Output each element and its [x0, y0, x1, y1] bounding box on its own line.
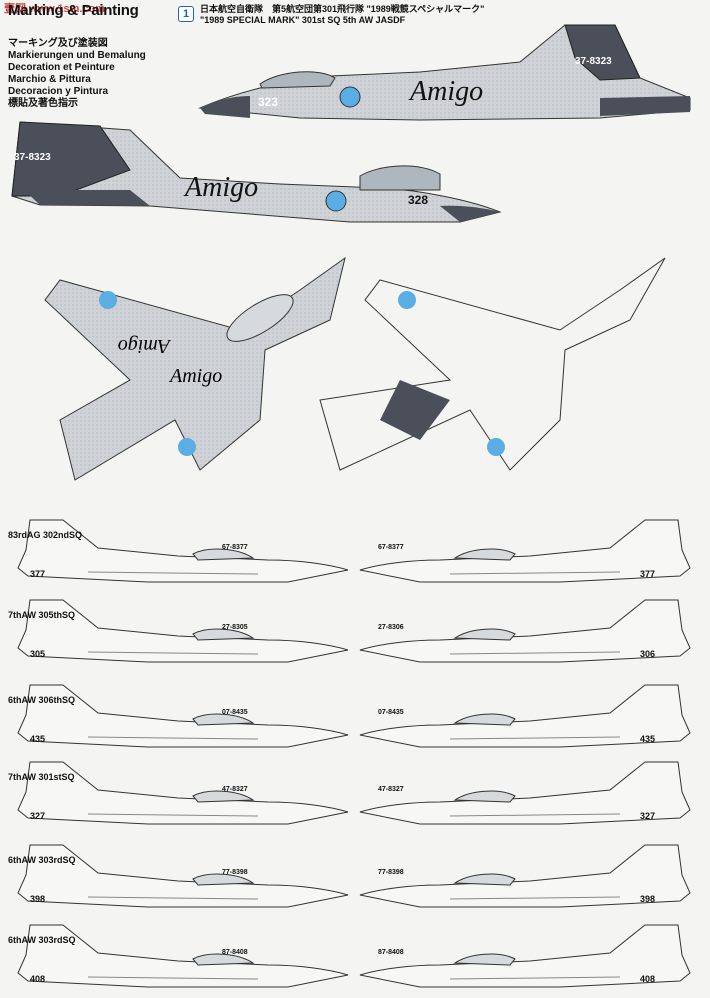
main-serial-top: 37-8323	[575, 56, 612, 67]
main-nose-number-top: 323	[258, 95, 278, 109]
lang-es: Decoracion y Pintura	[8, 86, 109, 97]
lang-fr: Decoration et Peinture	[8, 62, 115, 73]
squadron-code-right: 327	[640, 811, 655, 821]
scheme-jp: 日本航空自衛隊 第5航空団第301飛行隊 "1989戦競スペシャルマーク"	[200, 4, 485, 14]
squadron-code-left: 305	[30, 649, 45, 659]
squadron-code-right: 377	[640, 569, 655, 579]
language-list: マーキング及び塗装図 Markierungen und Bemalung Dec…	[8, 38, 146, 110]
lang-jp: マーキング及び塗装図	[8, 38, 108, 49]
squadron-serial-right: 77-8398	[378, 869, 404, 876]
squadron-serial-right: 07-8435	[378, 709, 404, 716]
squadron-label: 6thAW 303rdSQ	[8, 935, 76, 945]
plan-view-top: Amigo Amigo	[44, 256, 346, 481]
squadron-serial-right: 67-8377	[378, 544, 404, 551]
squadron-jet-left	[17, 761, 349, 825]
plan-view-bottom	[319, 257, 666, 471]
main-nose-number-mid: 328	[408, 193, 428, 207]
squadron-label: 7thAW 305thSQ	[8, 610, 76, 620]
squadron-code-left: 435	[30, 734, 45, 744]
squadron-serial-left: 47-8327	[222, 786, 248, 793]
squadron-jet-right	[359, 844, 691, 908]
squadron-serial-left: 07-8435	[222, 709, 248, 716]
squadron-serial-right: 27-8306	[378, 624, 404, 631]
squadron-code-left: 398	[30, 894, 45, 904]
squadron-jet-right	[359, 684, 691, 748]
squadron-label: 6thAW 306thSQ	[8, 695, 76, 705]
squadron-serial-right: 87-8408	[378, 949, 404, 956]
squadron-serial-left: 77-8398	[222, 869, 248, 876]
squadron-code-left: 327	[30, 811, 45, 821]
lang-de: Markierungen und Bemalung	[8, 50, 146, 61]
squadron-label: 6thAW 303rdSQ	[8, 855, 76, 865]
main-serial-mid: 37-8323	[14, 152, 51, 163]
main-nickname-mid: Amigo	[183, 172, 258, 203]
squadron-label: 7thAW 301stSQ	[8, 772, 75, 782]
squadron-code-right: 306	[640, 649, 655, 659]
page-title: Marking & Painting	[8, 2, 139, 19]
scheme-en: "1989 SPECIAL MARK" 301st SQ 5th AW JASD…	[200, 15, 406, 25]
watermark: 壹网 www.1sm.com	[4, 3, 106, 15]
squadron-serial-left: 27-8305	[222, 624, 248, 631]
squadron-code-left: 377	[30, 569, 45, 579]
main-nickname-top: Amigo	[408, 76, 483, 107]
scheme-number-badge: 1	[178, 6, 194, 22]
squadron-jet-right	[359, 519, 691, 583]
svg-text:Amigo: Amigo	[168, 365, 222, 387]
squadron-profiles: 67-8377 377 67-8377 377 27-8305 305 27-8306 306…	[17, 519, 691, 988]
lang-it: Marchio & Pittura	[8, 74, 91, 85]
main-aircraft-left-profile: Amigo 37-8323 328	[11, 121, 502, 223]
squadron-code-right: 398	[640, 894, 655, 904]
squadron-jet-right	[359, 924, 691, 988]
squadron-jet-left	[17, 844, 349, 908]
squadron-code-left: 408	[30, 974, 45, 984]
squadron-serial-right: 47-8327	[378, 786, 404, 793]
squadron-jet-right	[359, 599, 691, 663]
lang-cn: 標貼及著色指示	[8, 98, 78, 109]
squadron-jet-right	[359, 761, 691, 825]
squadron-jet-left	[17, 599, 349, 663]
svg-text:Amigo: Amigo	[118, 335, 172, 357]
squadron-label: 83rdAG 302ndSQ	[8, 530, 83, 540]
squadron-code-right: 435	[640, 734, 655, 744]
main-aircraft-right-profile: Amigo 37-8323 323	[198, 24, 691, 121]
squadron-jet-left	[17, 684, 349, 748]
squadron-jet-left	[17, 924, 349, 988]
squadron-serial-left: 67-8377	[222, 544, 248, 551]
scheme-header: 日本航空自衛隊 第5航空団第301飛行隊 "1989戦競スペシャルマーク" "1…	[200, 4, 484, 26]
squadron-jet-left	[17, 519, 349, 583]
squadron-code-right: 408	[640, 974, 655, 984]
squadron-serial-left: 87-8408	[222, 949, 248, 956]
